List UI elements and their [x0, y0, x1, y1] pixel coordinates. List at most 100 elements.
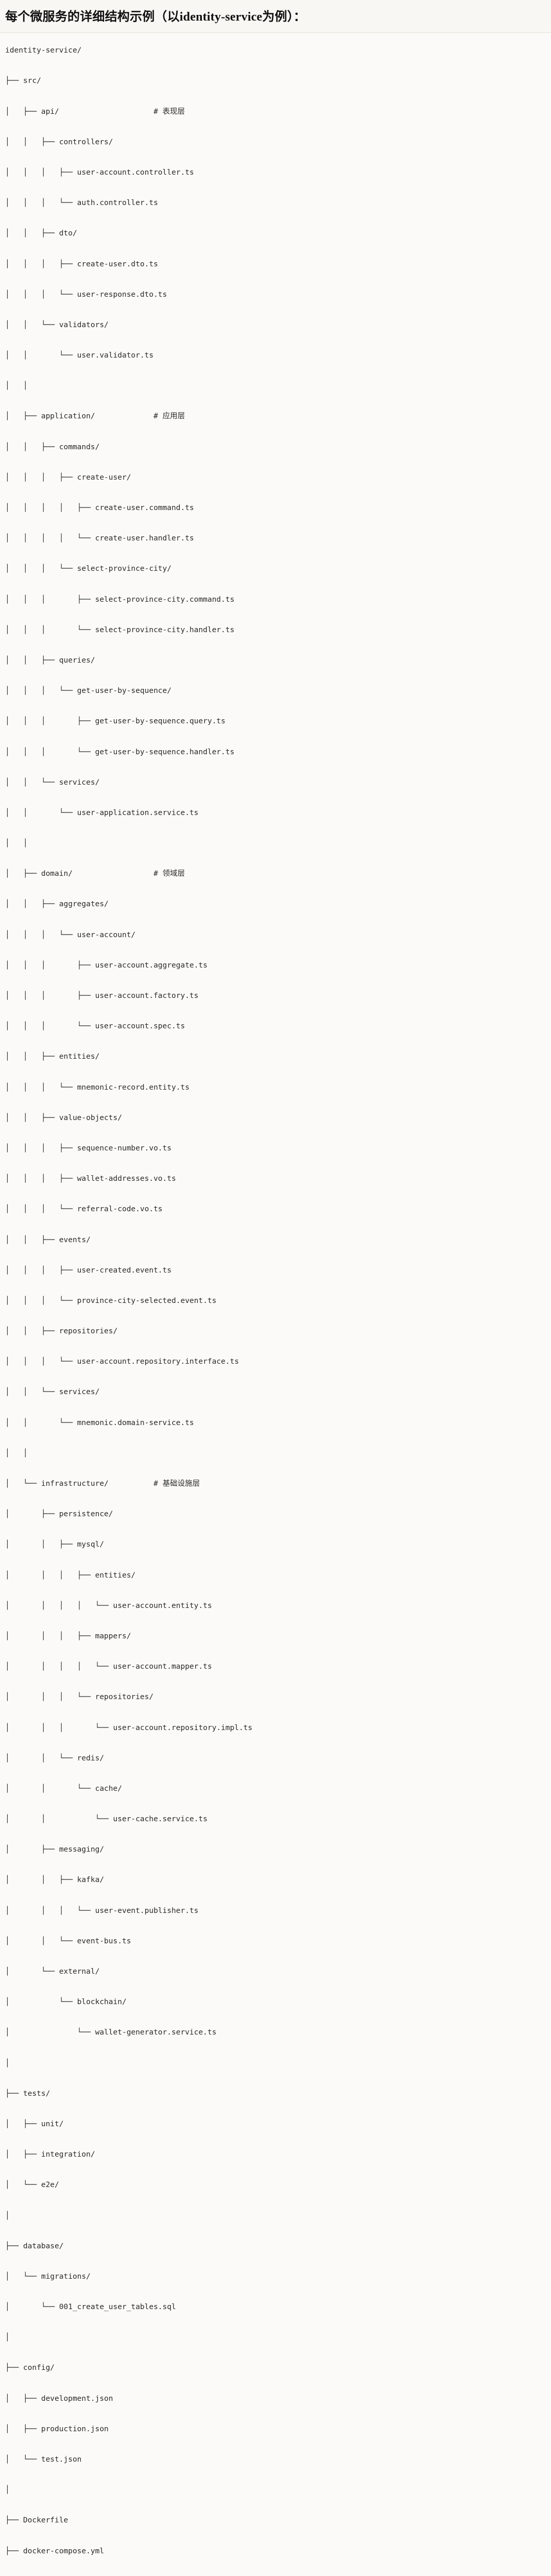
tree-path: │ │ │ ├── user-account.aggregate.ts	[5, 961, 208, 970]
tree-path: ├── Dockerfile	[5, 2516, 68, 2525]
tree-path: │ │ │ ├── user-created.event.ts	[5, 1266, 172, 1275]
tree-row: │ │ │ ├── mappers/	[5, 1629, 546, 1645]
tree-path: │ └── infrastructure/	[5, 1480, 109, 1488]
tree-row: │ │ │ └── referral-code.vo.ts	[5, 1202, 546, 1217]
tree-row: │ ├── messaging/	[5, 1842, 546, 1858]
tree-path: │ │ │ ├── wallet-addresses.vo.ts	[5, 1175, 176, 1183]
tree-row: │ │ ├── mysql/	[5, 1537, 546, 1553]
tree-path: │ │ ├── events/	[5, 1235, 91, 1244]
tree-path: │ │ ├── mysql/	[5, 1540, 105, 1549]
tree-path: │ │ │ └── select-province-city.handler.t…	[5, 625, 235, 634]
tree-row: │ │ │ └── user-account/	[5, 928, 546, 943]
tree-row: │ ├── persistence/	[5, 1507, 546, 1522]
tree-path: │ ├── integration/	[5, 2150, 95, 2159]
tree-row: │ │ ├── events/	[5, 1233, 546, 1248]
tree-path: │ └── 001_create_user_tables.sql	[5, 2303, 176, 2312]
tree-path: │ ├── production.json	[5, 2425, 109, 2433]
tree-row: │ │ └── services/	[5, 1385, 546, 1400]
tree-path: │ │ │ └── repositories/	[5, 1693, 154, 1702]
tree-row: │ │ │ ├── user-account.aggregate.ts	[5, 958, 546, 974]
tree-row: │ │ │ └── get-user-by-sequence/	[5, 684, 546, 699]
tree-row: │ └── test.json	[5, 2452, 546, 2468]
tree-row: │ │ │ └── mnemonic-record.entity.ts	[5, 1080, 546, 1096]
tree-row: │ │ │ ├── entities/	[5, 1568, 546, 1584]
tree-path: │ │ │ ├── create-user.dto.ts	[5, 260, 158, 268]
tree-row: │ │ ├── repositories/	[5, 1324, 546, 1340]
tree-gap	[95, 412, 154, 420]
tree-path: │ │ │ └── user-account.repository.interf…	[5, 1358, 239, 1366]
tree-path: │ │ │ └── province-city-selected.event.t…	[5, 1296, 217, 1305]
tree-path: │ │ │ └── select-province-city/	[5, 565, 172, 573]
tree-row: │ │ ├── dto/	[5, 226, 546, 242]
tree-path: │ │ │ │ └── create-user.handler.ts	[5, 534, 194, 543]
tree-row: │ │ │ └── user-event.publisher.ts	[5, 1904, 546, 1919]
tree-row: │ └── infrastructure/ # 基础设施层	[5, 1477, 546, 1492]
tree-path: ├── src/	[5, 77, 41, 86]
tree-path: │ │ └── mnemonic.domain-service.ts	[5, 1418, 194, 1427]
tree-row: │	[5, 2330, 546, 2346]
tree-row: │ │ │ ├── user-account.factory.ts	[5, 989, 546, 1004]
tree-path: │ │ │ ├── select-province-city.command.t…	[5, 595, 235, 604]
tree-path: ├── docker-compose.yml	[5, 2547, 105, 2555]
tree-row: │ │ ├── entities/	[5, 1049, 546, 1065]
tree-path: │ │ │ └── user-response.dto.ts	[5, 290, 167, 299]
tree-row: ├── package.json	[5, 2574, 546, 2576]
tree-path: │ ├── development.json	[5, 2394, 113, 2403]
tree-path: │ │ ├── queries/	[5, 656, 95, 665]
tree-path: │ │ │ └── get-user-by-sequence/	[5, 687, 172, 696]
tree-path: │	[5, 2333, 10, 2342]
tree-row: ├── config/	[5, 2361, 546, 2376]
tree-path: │ └── migrations/	[5, 2272, 91, 2281]
tree-row: │ │ │ └── repositories/	[5, 1690, 546, 1705]
tree-path: │	[5, 2211, 10, 2220]
page-title: 每个微服务的详细结构示例（以identity-service为例）：	[5, 10, 306, 24]
tree-comment: # 基础设施层	[153, 1480, 200, 1488]
tree-path: │ │ │ └── auth.controller.ts	[5, 199, 158, 208]
tree-path: │ │ │ ├── create-user/	[5, 473, 131, 482]
tree-row: │ │ └── cache/	[5, 1782, 546, 1797]
tree-row: ├── Dockerfile	[5, 2513, 546, 2529]
tree-row: │	[5, 2209, 546, 2224]
tree-path: │ │ │ │ └── user-account.mapper.ts	[5, 1663, 212, 1671]
tree-row: │ │ │ ├── user-created.event.ts	[5, 1263, 546, 1279]
tree-comment: # 领域层	[153, 870, 185, 878]
tree-row: │ │ │ ├── sequence-number.vo.ts	[5, 1141, 546, 1157]
tree-row: │ │ └── mnemonic.domain-service.ts	[5, 1416, 546, 1431]
tree-path: │ │ │ └── mnemonic-record.entity.ts	[5, 1083, 190, 1092]
tree-path: │ │ └── event-bus.ts	[5, 1937, 131, 1945]
tree-path: │ │	[5, 839, 28, 848]
tree-path: identity-service/	[5, 46, 82, 55]
title-section: 每个微服务的详细结构示例（以identity-service为例）：	[0, 0, 551, 33]
tree-row: │ ├── production.json	[5, 2422, 546, 2437]
tree-path: │ │ │ └── referral-code.vo.ts	[5, 1205, 163, 1214]
tree-row: │ └── blockchain/	[5, 1995, 546, 2010]
tree-path: │ │ ├── repositories/	[5, 1327, 118, 1336]
tree-path: │ │ └── redis/	[5, 1754, 105, 1762]
tree-gap	[59, 108, 153, 116]
tree-row: ├── src/	[5, 74, 546, 89]
tree-path: │ │ └── user.validator.ts	[5, 351, 154, 360]
tree-path: │ └── wallet-generator.service.ts	[5, 2028, 217, 2037]
tree-path: │ └── external/	[5, 1968, 100, 1976]
tree-row: │ │ └── user.validator.ts	[5, 348, 546, 364]
tree-row: │ │ └── user-application.service.ts	[5, 806, 546, 821]
tree-path: │ │ │ ├── entities/	[5, 1571, 136, 1580]
tree-row: ├── docker-compose.yml	[5, 2544, 546, 2560]
tree-row: │ │ ├── kafka/	[5, 1873, 546, 1888]
tree-row: │ │ ├── value-objects/	[5, 1111, 546, 1126]
tree-path: ├── database/	[5, 2242, 64, 2250]
tree-row: │ └── wallet-generator.service.ts	[5, 2025, 546, 2041]
tree-row: │ │ │ └── auth.controller.ts	[5, 196, 546, 211]
tree-path: ├── config/	[5, 2364, 55, 2372]
tree-row: │ ├── integration/	[5, 2147, 546, 2163]
tree-row: │ └── e2e/	[5, 2178, 546, 2193]
tree-row: │ │ └── redis/	[5, 1751, 546, 1767]
tree-path: │ ├── messaging/	[5, 1845, 105, 1854]
tree-row: │ │ │ └── select-province-city/	[5, 562, 546, 577]
tree-path: │ │ └── user-application.service.ts	[5, 808, 199, 817]
tree-path: │ │ │ └── user-event.publisher.ts	[5, 1906, 199, 1915]
tree-row: │ │ ├── queries/	[5, 653, 546, 669]
tree-path: │ ├── domain/	[5, 870, 73, 878]
tree-path: │ │ └── cache/	[5, 1784, 122, 1793]
